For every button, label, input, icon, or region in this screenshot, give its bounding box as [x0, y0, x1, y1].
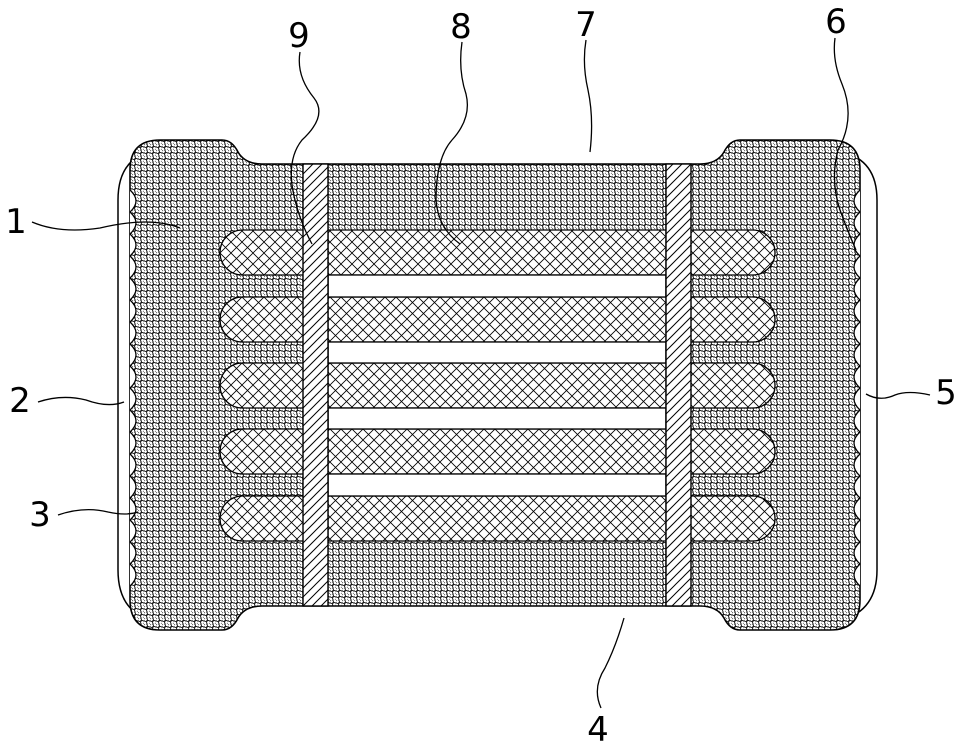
- reference-label-4: 4: [587, 710, 609, 748]
- reference-label-9: 9: [288, 16, 310, 56]
- leader-line-4: [597, 618, 624, 708]
- right-vertical-post: [666, 164, 691, 606]
- reference-label-5: 5: [935, 373, 957, 413]
- reference-label-3: 3: [29, 495, 51, 535]
- reference-label-8: 8: [450, 7, 472, 47]
- reference-label-2: 2: [9, 381, 31, 421]
- reference-label-7: 7: [575, 5, 597, 45]
- leader-line-7: [584, 40, 591, 152]
- reference-label-6: 6: [825, 2, 847, 42]
- reference-label-1: 1: [5, 202, 27, 242]
- leader-line-5: [866, 393, 930, 399]
- left-vertical-post: [303, 164, 328, 606]
- leader-line-3: [58, 510, 138, 515]
- leader-line-2: [38, 397, 124, 404]
